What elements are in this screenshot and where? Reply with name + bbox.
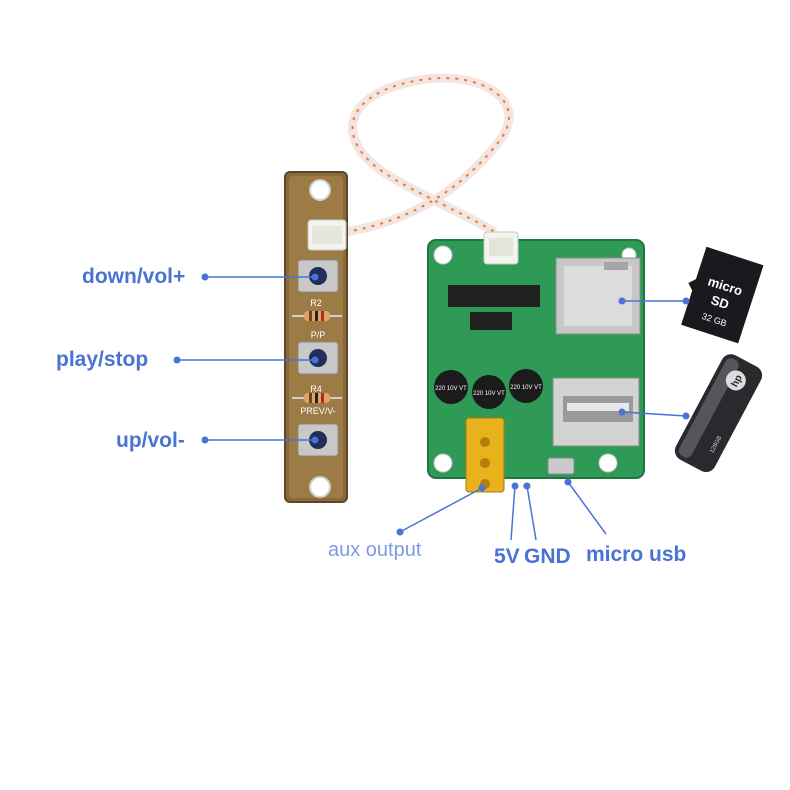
silk-pp: P/P	[311, 330, 326, 340]
callout-lines	[173, 273, 690, 541]
callout-dot	[564, 478, 572, 486]
mount-hole	[433, 453, 453, 473]
aux-jack	[465, 417, 505, 493]
mount-hole	[309, 179, 331, 201]
callout-dot	[201, 273, 209, 281]
callout-dot	[311, 273, 319, 281]
button-board: R2 P/P R4 PREV/V-	[284, 171, 348, 503]
capacitor-label: 220 10V VT	[435, 386, 467, 392]
callout-line	[510, 485, 516, 541]
sd-logo: SD	[709, 292, 731, 312]
callout-dot	[682, 297, 690, 305]
label-gnd: GND	[524, 545, 571, 568]
usb-brand: hp	[729, 373, 744, 389]
callout-dot	[511, 482, 519, 490]
ic-chip	[448, 285, 540, 307]
label-down-vol: down/vol+	[82, 265, 186, 288]
callout-dot	[311, 356, 319, 364]
callout-dot	[478, 484, 486, 492]
label-play-stop: play/stop	[56, 348, 149, 371]
ribbon-cable	[344, 73, 514, 237]
usb-flash-drive: hp 128GB	[674, 354, 763, 473]
label-up-vol: up/vol-	[116, 429, 185, 452]
button-play-stop	[297, 341, 339, 375]
silk-r2: R2	[310, 298, 322, 308]
callout-dot	[618, 297, 626, 305]
resistor	[292, 311, 342, 321]
mount-hole	[309, 476, 331, 498]
capacitor: 220 10V VT	[434, 370, 468, 404]
callout-dot	[201, 436, 209, 444]
callout-line	[399, 487, 483, 533]
label-aux-output: aux output	[328, 539, 422, 561]
callout-dot	[173, 356, 181, 364]
ic-chip	[470, 312, 512, 330]
silk-prev: PREV/V-	[300, 406, 336, 416]
main-board: 220 10V VT 220 10V VT 220 10V VT	[427, 231, 645, 493]
callout-dot	[682, 412, 690, 420]
capacitor: 220 10V VT	[509, 369, 543, 403]
resistor	[292, 393, 342, 403]
callout-line	[567, 481, 607, 535]
capacitor-label: 220 10V VT	[473, 391, 505, 397]
micro-sd-card: micro SD 32 GB	[681, 246, 764, 344]
callout-line	[621, 411, 687, 417]
callout-dot	[396, 528, 404, 536]
callout-dot	[618, 408, 626, 416]
label-5v: 5V	[494, 545, 520, 568]
mount-hole	[598, 453, 618, 473]
callout-dot	[311, 436, 319, 444]
sd-slot	[555, 257, 641, 335]
label-micro-usb: micro usb	[586, 543, 687, 566]
silk-r4: R4	[310, 384, 322, 394]
capacitor-label: 220 10V VT	[510, 385, 542, 391]
callout-dot	[523, 482, 531, 490]
callout-line	[526, 485, 537, 541]
mount-hole	[433, 245, 453, 265]
micro-usb-port	[547, 457, 575, 475]
capacitor: 220 10V VT	[472, 375, 506, 409]
